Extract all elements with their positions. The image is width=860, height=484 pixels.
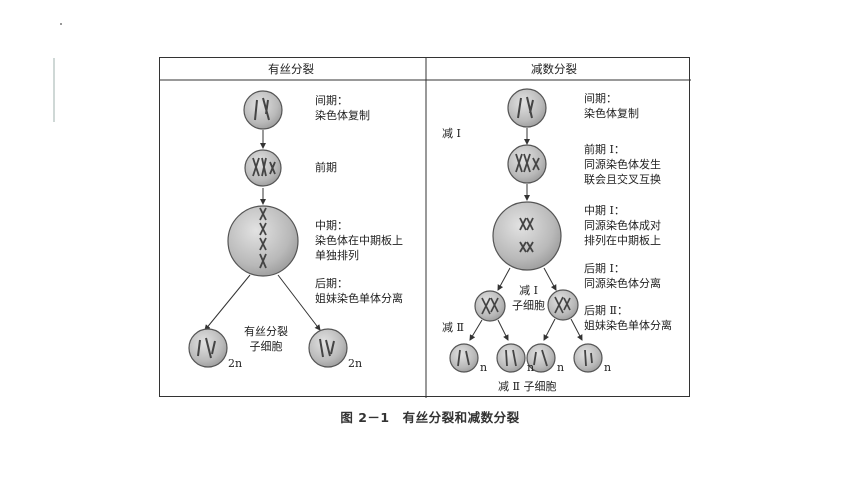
meiosis-interphase-label: 间期： 染色体复制 <box>584 92 639 120</box>
meiosis-prophase1-cell <box>507 144 547 184</box>
meiosis-prophase1-label: 前期 Ⅰ： 同源染色体发生 联会且交叉互换 <box>584 143 661 186</box>
meiosis-ploidy-1: n <box>480 361 488 374</box>
mitosis-prophase-label: 前期 <box>315 161 337 174</box>
meiosis-metaphase1-label: 中期 Ⅰ： 同源染色体成对 排列在中期板上 <box>584 204 661 247</box>
meiosis2-daughter-cell-4 <box>573 343 603 373</box>
meiosis-stage2-label: 减 Ⅱ <box>442 321 464 334</box>
meiosis1-daughter-cell-left <box>474 290 506 322</box>
mitosis-anaphase-label: 后期： 姐妹染色单体分离 <box>315 277 403 305</box>
figure-caption: 图 2－1 有丝分裂和减数分裂 <box>340 410 520 425</box>
meiosis-daughter1-label: 减 Ⅰ 子细胞 <box>512 284 545 312</box>
meiosis2-daughter-cell-3 <box>526 343 556 373</box>
mitosis-metaphase-cell <box>227 205 299 277</box>
mitosis-ploidy-right: 2n <box>348 357 363 370</box>
mitosis-metaphase-label: 中期： 染色体在中期板上 单独排列 <box>315 219 403 262</box>
mitosis-ploidy-left: 2n <box>228 357 243 370</box>
mitosis-interphase-cell <box>243 90 283 130</box>
mitosis-prophase-cell <box>244 149 282 187</box>
meiosis1-daughter-cell-right <box>547 289 579 321</box>
mitosis-daughter-cell-left <box>188 328 228 368</box>
meiosis-stage1-label: 减 Ⅰ <box>442 127 461 140</box>
header-meiosis: 减数分裂 <box>531 62 577 76</box>
meiosis-anaphase2-label: 后期 Ⅱ： 姐妹染色单体分离 <box>584 304 672 332</box>
header-mitosis: 有丝分裂 <box>268 62 314 76</box>
mitosis-interphase-label: 间期： 染色体复制 <box>315 94 370 122</box>
meiosis-metaphase1-cell <box>492 201 562 271</box>
meiosis-ploidy-4: n <box>604 361 612 374</box>
meiosis-interphase-cell <box>507 88 547 128</box>
meiosis2-daughter-cell-1 <box>449 343 479 373</box>
accent-line <box>53 58 55 122</box>
decorative-dot <box>60 23 62 25</box>
cell-division-figure: 有丝分裂 减数分裂 间期： 染色体复制 前期 中期： 染色体在中期板上 单独排列… <box>159 57 691 398</box>
meiosis-ploidy-3: n <box>557 361 565 374</box>
mitosis-daughter-label: 有丝分裂 子细胞 <box>244 325 288 353</box>
meiosis2-daughter-cell-2 <box>496 343 526 373</box>
meiosis-ploidy-2: n <box>527 361 535 374</box>
meiosis-anaphase1-label: 后期 Ⅰ： 同源染色体分离 <box>584 262 661 290</box>
diagram-graphics <box>160 58 691 398</box>
meiosis-daughter2-label: 减 Ⅱ 子细胞 <box>498 380 557 393</box>
mitosis-daughter-cell-right <box>308 328 348 368</box>
